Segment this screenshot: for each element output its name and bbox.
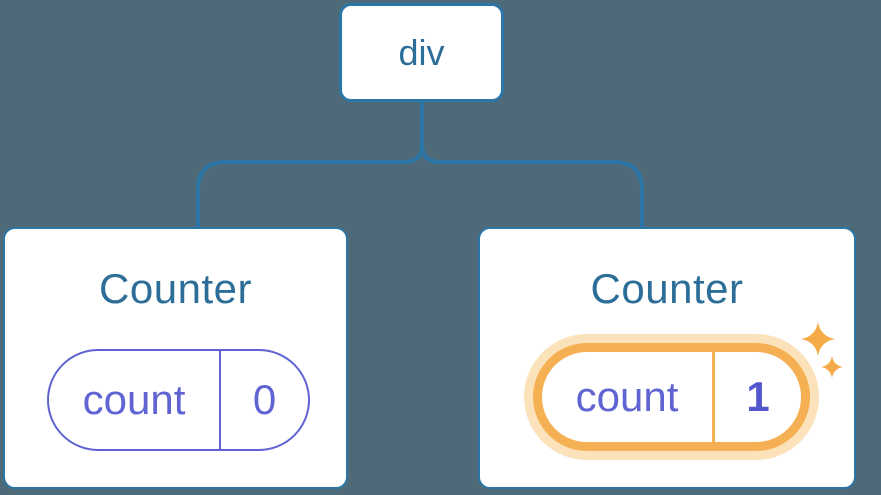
root-node-label: div [398, 31, 445, 73]
counter-card-right-title: Counter [590, 265, 744, 312]
pill-divider [712, 352, 715, 442]
sparkles-icon [801, 322, 843, 378]
counter-card-left-title: Counter [99, 265, 252, 312]
connector-right-branch [420, 101, 644, 229]
state-key-cell: count [49, 351, 219, 449]
pill-divider [219, 351, 221, 449]
root-div-node: div [339, 3, 504, 102]
state-pill-left: count 0 [47, 349, 310, 451]
state-value: 0 [252, 376, 277, 423]
state-key-label: count [575, 373, 679, 420]
connector-left-branch [196, 101, 424, 229]
state-value-cell: 0 [221, 351, 308, 449]
sparkle-large [801, 322, 835, 356]
state-value-cell: 1 [715, 352, 801, 442]
state-value: 1 [746, 373, 770, 420]
state-key-label: count [82, 376, 186, 423]
counter-card-left: Counter count 0 [3, 227, 348, 489]
state-pill-right-highlighted: count 1 [533, 343, 810, 451]
counter-card-right: Counter count 1 [478, 227, 856, 489]
sparkle-small [821, 356, 843, 378]
state-key-cell: count [542, 352, 712, 442]
